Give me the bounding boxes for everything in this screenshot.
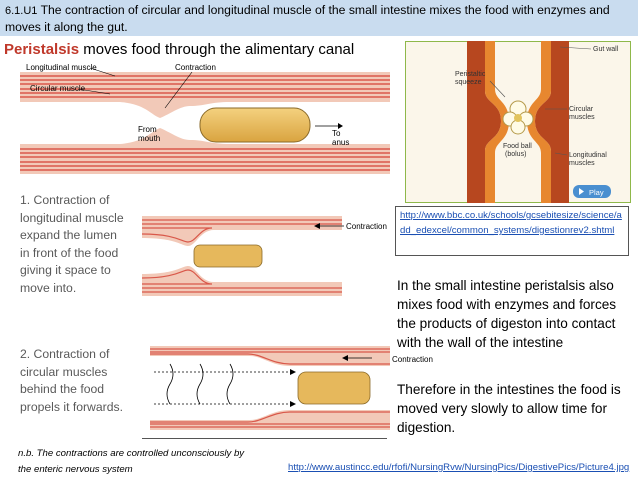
step2-caption: 2. Contraction of circular muscles behin… xyxy=(20,347,123,414)
understanding-code: 6.1.U1 xyxy=(5,5,38,17)
paragraph-mixing: In the small intestine peristalsis also … xyxy=(397,278,617,350)
upper-muscle-lines xyxy=(20,75,390,98)
label-circular: Circular muscle xyxy=(30,84,86,93)
bbc-label-gut-wall: Gut wall xyxy=(593,46,619,53)
lower-muscle-lines xyxy=(20,148,390,171)
food-bolus xyxy=(199,107,311,143)
slide-title: Peristalsis moves food through the alime… xyxy=(4,41,354,58)
footnote: n.b. The contractions are controlled unc… xyxy=(18,448,245,475)
header-bar: 6.1.U1 The contraction of circular and l… xyxy=(0,0,638,36)
play-label: Play xyxy=(589,188,604,197)
title-rest: moves food through the alimentary canal xyxy=(79,41,355,58)
bbc-link-box: http://www.bbc.co.uk/schools/gcsebitesiz… xyxy=(395,206,629,256)
title-keyword: Peristalsis xyxy=(4,41,80,58)
step2-diagram xyxy=(150,346,390,430)
play-button[interactable]: Play xyxy=(573,185,611,198)
label-longitudinal: Longitudinal muscle xyxy=(26,64,97,72)
header-text: 6.1.U1 The contraction of circular and l… xyxy=(5,2,630,35)
step1-caption: 1. Contraction of longitudinal muscle ex… xyxy=(20,193,124,295)
header-statement: The contraction of circular and longitud… xyxy=(5,3,610,34)
austincc-link[interactable]: http://www.austincc.edu/rfofi/NursingRvw… xyxy=(288,462,630,473)
peristalsis-diagram: Longitudinal muscle Circular muscle Cont… xyxy=(20,64,390,174)
step2-contraction-label: Contraction xyxy=(392,355,433,364)
upper-wall xyxy=(20,72,390,118)
bbc-link[interactable]: http://www.bbc.co.uk/schools/gcsebitesiz… xyxy=(400,210,622,236)
step1-contraction-label: Contraction xyxy=(346,222,387,231)
paragraph-slow-movement: Therefore in the intestines the food is … xyxy=(397,382,621,435)
bbc-bolus xyxy=(502,100,534,135)
step1-diagram: Contraction xyxy=(142,216,387,296)
label-contraction: Contraction xyxy=(175,64,216,72)
divider xyxy=(142,438,387,439)
bbc-label-food-ball: Food ball(bolus) xyxy=(503,143,532,158)
